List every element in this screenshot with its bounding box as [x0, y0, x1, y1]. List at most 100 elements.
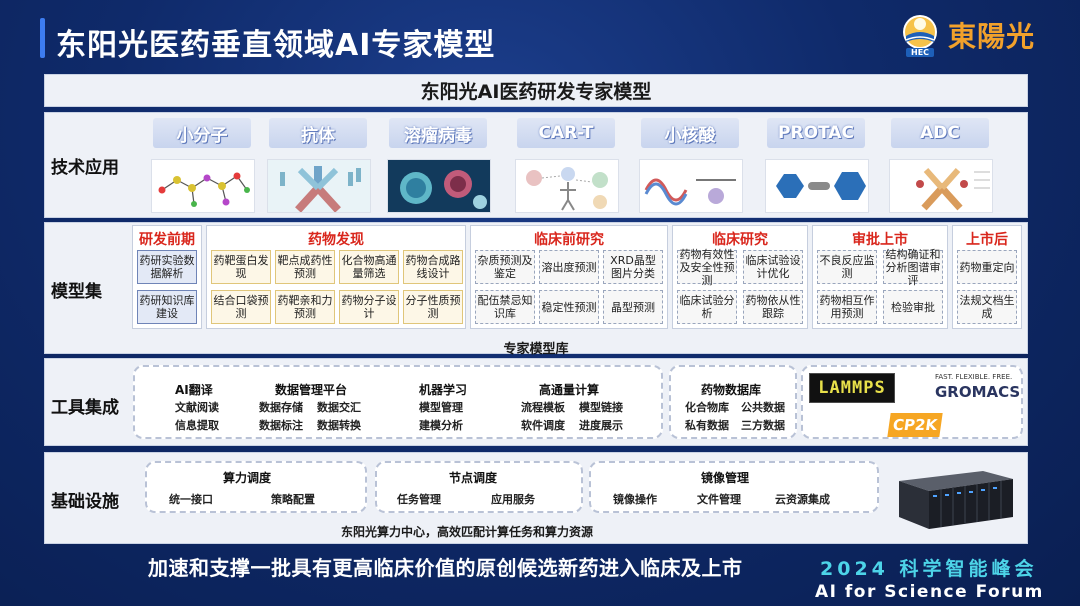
tool-data-mgmt-title: 数据管理平台: [275, 383, 348, 397]
server-rack-image: [893, 467, 1019, 533]
tool-item: 三方数据: [741, 419, 785, 432]
tools-drug-db-group: 药物数据库 化合物库 公共数据 私有数据 三方数据: [669, 365, 797, 439]
tool-item: 数据存储: [259, 401, 303, 414]
tool-item: 流程模板: [521, 401, 565, 414]
phase-approval: 审批上市 不良反应监测 结构确证和分析图谱审评 药物相互作用预测 检验审批: [812, 225, 948, 329]
infra-compute-group: 算力调度 统一接口 策略配置: [145, 461, 367, 513]
tool-item: 数据标注: [259, 419, 303, 432]
cp2k-text: CP2K: [891, 416, 939, 434]
forum-title-cn: 2024 科学智能峰会: [820, 558, 1038, 580]
infra-footer: 东阳光算力中心，高效匹配计算任务和算力资源: [340, 525, 593, 539]
phase-clinical: 临床研究 药物有效性及安全性预测 临床试验设计优化 临床试验分析 药物依从性跟踪: [672, 225, 808, 329]
tool-item: 软件调度: [521, 419, 565, 432]
model-cell: 临床试验设计优化: [743, 250, 803, 284]
tool-item: 文献阅读: [175, 401, 219, 414]
expert-model-library: 专家模型库: [503, 342, 569, 357]
tech-car-t: CAR-T: [517, 118, 615, 148]
tech-protac: PROTAC: [767, 118, 865, 148]
model-cell: 药研实验数据解析: [137, 250, 197, 284]
infra-image-title: 镜像管理: [701, 471, 750, 485]
tool-item: 进度展示: [579, 419, 623, 432]
gromacs-logo: GROMACS: [935, 383, 1021, 401]
phase-title: 临床研究: [712, 232, 768, 248]
tool-item: 信息提取: [175, 419, 219, 432]
model-cell: 药研知识库建设: [137, 290, 197, 324]
tool-item: 数据交汇: [317, 401, 361, 414]
antibody-image: [267, 159, 371, 213]
tool-ai-translate-title: AI翻译: [175, 383, 213, 397]
phase-preclinical: 临床前研究 杂质预测及鉴定 溶出度预测 XRD晶型图片分类 配伍禁忌知识库 稳定…: [470, 225, 668, 329]
infra-image-group: 镜像管理 镜像操作 文件管理 云资源集成: [589, 461, 879, 513]
model-cell: 药靶亲和力预测: [275, 290, 335, 324]
tools-platform-group: AI翻译 文献阅读 信息提取 数据管理平台 数据存储 数据交汇 数据标注 数据转…: [133, 365, 663, 439]
phase-title: 药物发现: [308, 232, 364, 248]
phase-title: 审批上市: [852, 232, 908, 248]
model-cell: 药物合成路线设计: [403, 250, 463, 284]
phase-early-rd: 研发前期 药研实验数据解析 药研知识库建设: [132, 225, 202, 329]
model-cell: 稳定性预测: [539, 290, 599, 324]
tech-label: 技术应用: [51, 158, 119, 178]
infra-band: 基础设施 算力调度 统一接口 策略配置 节点调度 任务管理 应用服务 镜像管理 …: [44, 452, 1028, 544]
phase-title: 临床前研究: [534, 232, 604, 248]
tool-item: 化合物库: [685, 401, 729, 414]
model-cell: 法规文档生成: [957, 290, 1017, 324]
model-cell: 药物相互作用预测: [817, 290, 877, 324]
lammps-logo: LAMMPS: [809, 373, 895, 403]
model-cell: 结构确证和分析图谱审评: [883, 248, 943, 287]
oncolytic-virus-image: [387, 159, 491, 213]
infra-node-title: 节点调度: [449, 471, 498, 485]
logo-text: 東陽光: [948, 20, 1036, 53]
model-cell: 溶出度预测: [539, 250, 599, 284]
model-cell: 晶型预测: [603, 290, 663, 324]
tool-item: 模型管理: [419, 401, 463, 414]
gromacs-tagline: FAST. FLEXIBLE. FREE.: [935, 373, 1013, 381]
tech-band: 技术应用 小分子 抗体 溶瘤病毒 CAR-T 小核酸 PROTAC ADC: [44, 112, 1028, 218]
tools-software-group: LAMMPS FAST. FLEXIBLE. FREE. GROMACS CP2…: [801, 365, 1023, 439]
logo-badge: HEC: [911, 48, 930, 57]
hec-logo: HEC 東陽光: [898, 10, 1048, 60]
page-title: 东阳光医药垂直领域AI专家模型: [56, 28, 496, 63]
forum-title-en: AI for Science Forum: [815, 582, 1044, 602]
model-header-text: 东阳光AI医药研发专家模型: [420, 81, 652, 103]
infra-item: 镜像操作: [613, 493, 657, 506]
title-accent-bar: [40, 18, 45, 58]
tech-adc: ADC: [891, 118, 989, 148]
infra-item: 统一接口: [169, 493, 213, 506]
cp2k-logo: CP2K: [887, 413, 943, 437]
phase-post-market: 上市后 药物重定向 法规文档生成: [952, 225, 1022, 329]
phase-title: 上市后: [966, 232, 1008, 248]
tech-oncolytic-virus: 溶瘤病毒: [389, 118, 487, 148]
phase-title: 研发前期: [139, 232, 195, 248]
tech-small-molecule: 小分子: [153, 118, 251, 148]
model-cell: 不良反应监测: [817, 250, 877, 284]
infra-node-group: 节点调度 任务管理 应用服务: [375, 461, 583, 513]
tools-label: 工具集成: [51, 398, 119, 418]
model-cell: 配伍禁忌知识库: [475, 290, 535, 324]
model-label: 模型集: [51, 282, 102, 302]
tool-item: 模型链接: [579, 401, 623, 414]
tool-hpc-title: 高通量计算: [539, 383, 600, 397]
model-cell: 药物重定向: [957, 250, 1017, 284]
tool-item: 建模分析: [419, 419, 463, 432]
sirna-image: [639, 159, 743, 213]
tool-ml-title: 机器学习: [419, 383, 468, 397]
model-cell: XRD晶型图片分类: [603, 250, 663, 284]
model-cell: 药物有效性及安全性预测: [677, 248, 737, 287]
car-t-image: [515, 159, 619, 213]
infra-item: 策略配置: [271, 493, 315, 506]
infra-label: 基础设施: [51, 492, 119, 512]
tool-item: 公共数据: [741, 401, 785, 414]
protac-image: [765, 159, 869, 213]
model-cell: 药物分子设计: [339, 290, 399, 324]
model-cell: 靶点成药性预测: [275, 250, 335, 284]
sun-icon: HEC: [898, 12, 942, 58]
tool-item: 数据转换: [317, 419, 361, 432]
infra-item: 应用服务: [491, 493, 535, 506]
tool-item: 私有数据: [685, 419, 729, 432]
tools-band: 工具集成 AI翻译 文献阅读 信息提取 数据管理平台 数据存储 数据交汇 数据标…: [44, 358, 1028, 446]
model-cell: 结合口袋预测: [211, 290, 271, 324]
model-cell: 分子性质预测: [403, 290, 463, 324]
lammps-text: LAMMPS: [818, 378, 886, 398]
model-cell: 杂质预测及鉴定: [475, 250, 535, 284]
